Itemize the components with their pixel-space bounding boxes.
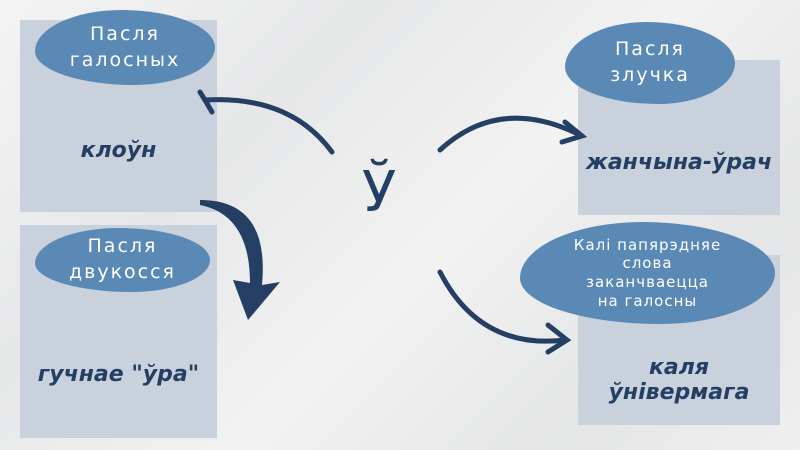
example-quotes: гучнае "ўра" xyxy=(37,362,200,387)
card-title-quotes: Пасля двукосся xyxy=(35,228,210,292)
card-title-prev-word: Калі папярэдняе слова заканчваецца на га… xyxy=(520,222,775,324)
card-title-hyphen: Пасля злучка xyxy=(565,22,735,104)
title-line: Пасля xyxy=(87,235,158,258)
center-letter: Ў xyxy=(362,160,397,225)
title-line: Пасля xyxy=(90,22,160,45)
title-line: злучка xyxy=(610,64,690,86)
title-line: заканчваецца xyxy=(586,273,709,291)
example-prev-word: каля ўнівермага xyxy=(608,355,750,405)
title-line: Калі папярэдняе xyxy=(573,235,722,254)
card-title-vowels: Пасля галосных xyxy=(35,10,215,85)
example-hyphen: жанчына-ўрач xyxy=(585,150,773,175)
arrow-top-left xyxy=(202,97,335,155)
arrow-top-right xyxy=(437,115,583,153)
title-line: Пасля xyxy=(615,38,685,61)
title-line: галосных xyxy=(69,48,181,71)
arrow-bottom-right xyxy=(437,269,568,344)
title-line: на галосны xyxy=(597,291,698,310)
title-line: двукосся xyxy=(68,261,176,283)
example-vowels: клоўн xyxy=(80,138,157,163)
title-line: слова xyxy=(622,254,673,273)
arrow-bottom-left xyxy=(200,200,280,320)
